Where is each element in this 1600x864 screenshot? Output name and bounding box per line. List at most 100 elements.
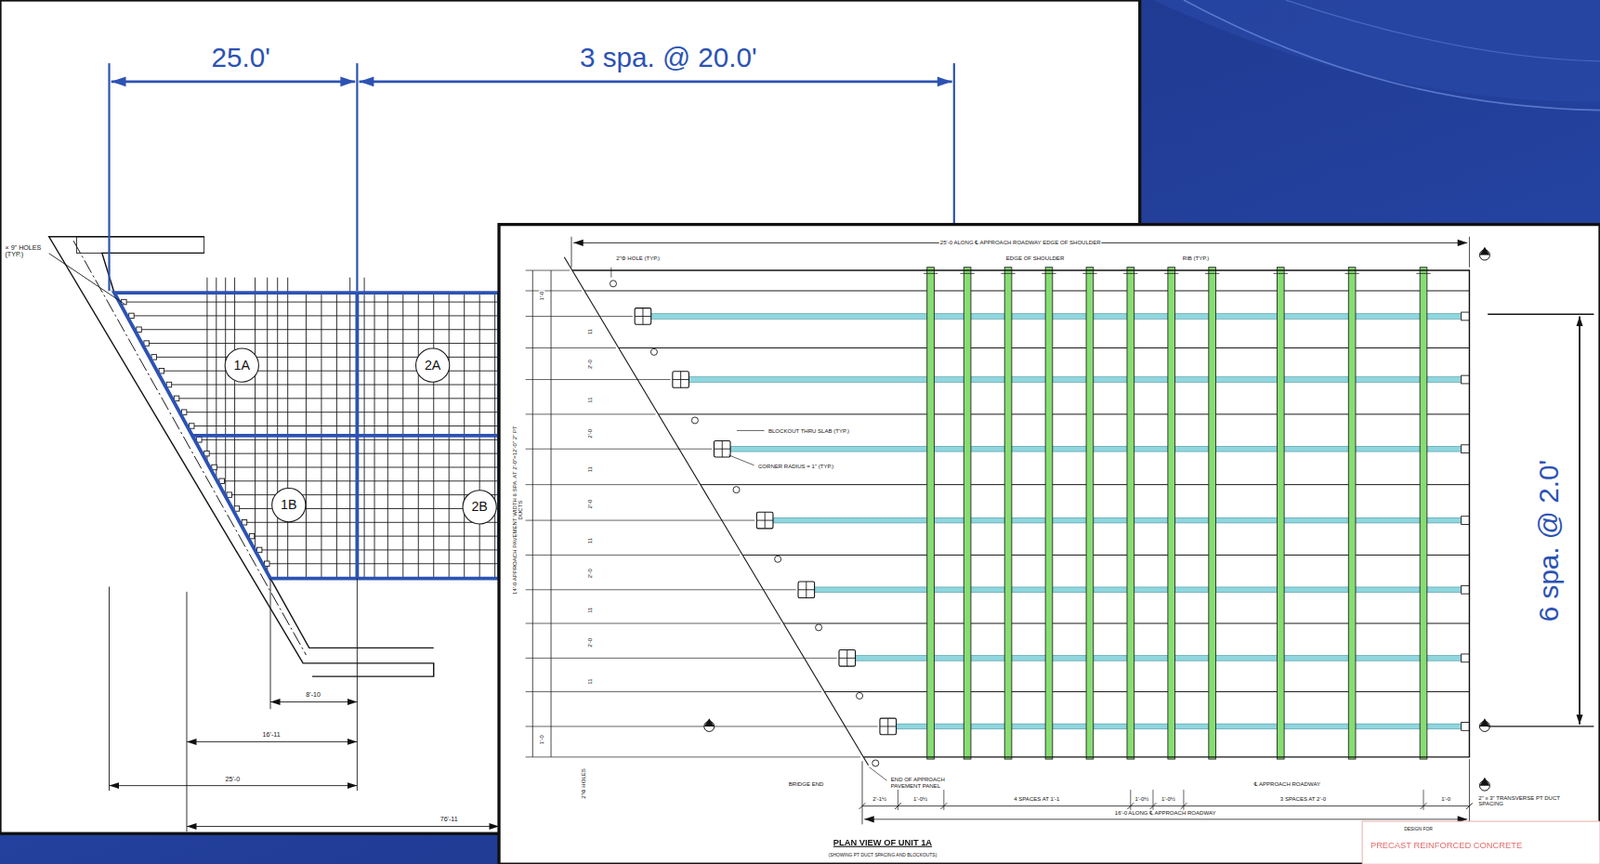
rebar-line xyxy=(224,277,226,293)
title-block-text: DESIGN FOR xyxy=(1403,826,1434,833)
abutment-outline xyxy=(102,252,434,648)
hole xyxy=(774,555,782,563)
wingwall xyxy=(76,236,204,254)
rebar-line xyxy=(102,480,499,482)
hole xyxy=(733,486,740,494)
section-symbol xyxy=(1479,247,1490,256)
section-symbol xyxy=(1479,777,1490,787)
dimension-label: 1'-0½ xyxy=(912,796,929,803)
dimension-label: 11 xyxy=(586,465,593,473)
dimension-label: 2'-0 xyxy=(586,358,593,370)
extension-line xyxy=(525,379,671,381)
leader-line xyxy=(736,430,765,432)
slide-curve xyxy=(1183,0,1600,111)
rib xyxy=(1276,267,1285,760)
dimension-tick xyxy=(1466,802,1473,810)
rebar-line xyxy=(254,277,256,293)
dimension-label: 14'-0 APPROACH PAVEMENT WIDTH 6 SPA. AT … xyxy=(511,417,525,604)
extension-line xyxy=(525,270,570,272)
dimension-line xyxy=(270,701,357,703)
dimension-label: 6 spa. @ 2.0' xyxy=(1533,459,1564,623)
extension-line xyxy=(525,554,740,556)
dimension-line xyxy=(1578,315,1581,724)
dimension-line xyxy=(186,741,357,743)
right-panel xyxy=(498,224,1600,864)
dimension-label: 1'-0 xyxy=(1440,796,1452,803)
dimension-label: 2'-0 xyxy=(586,637,593,649)
unit-callout-circle: 1B xyxy=(271,487,306,523)
duct-end xyxy=(1461,722,1470,732)
callout-number: 2A xyxy=(424,357,441,373)
extension-line xyxy=(108,586,110,791)
slab-outline xyxy=(572,270,1469,758)
dimension-label: 3 spa. @ 20.0' xyxy=(578,42,759,74)
extension-line xyxy=(943,789,945,811)
unit-callout-circle: 2A xyxy=(415,347,450,382)
rib xyxy=(963,267,971,760)
duct-end xyxy=(1461,654,1470,663)
extension-line xyxy=(1129,789,1131,811)
rib xyxy=(927,267,935,760)
duct-end xyxy=(1461,445,1470,454)
hole xyxy=(872,760,879,767)
extension-line xyxy=(1468,759,1470,825)
rebar-line xyxy=(287,277,289,293)
rib-mark xyxy=(1041,273,1056,275)
slide-curve xyxy=(1153,0,1600,103)
blockout-cross xyxy=(713,448,731,450)
rib-mark xyxy=(1164,273,1179,275)
callout-number: 1A xyxy=(234,357,250,373)
hole xyxy=(815,624,823,631)
extension-line xyxy=(1182,789,1184,811)
extension-line xyxy=(897,789,899,811)
blockout xyxy=(839,650,856,668)
leader-line xyxy=(869,767,888,781)
slide-curve xyxy=(1285,0,1600,62)
rebar-line xyxy=(276,277,278,293)
dimension-label: 11 xyxy=(586,677,593,685)
pt-duct xyxy=(651,314,1462,320)
unit-plan xyxy=(525,236,1600,864)
dimension-label: 4 SPACES AT 1'-1 xyxy=(1012,796,1061,803)
blockout xyxy=(879,718,897,735)
dimension-label: 76'-11 xyxy=(439,815,460,824)
unit-outline xyxy=(114,292,499,579)
dimension-tick xyxy=(941,802,948,810)
rib-mark xyxy=(1205,273,1220,275)
dimension-label: 25.0' xyxy=(209,42,272,74)
duct-end xyxy=(1461,312,1470,321)
extension-line xyxy=(356,578,358,791)
blockout-cross xyxy=(839,657,856,659)
dimension-label: 11 xyxy=(586,395,593,404)
dimension-label: 1'-0 xyxy=(538,289,546,302)
rebar-line xyxy=(102,384,499,386)
extension-line xyxy=(525,657,838,659)
rebar-line xyxy=(102,342,499,344)
blockout xyxy=(672,371,690,389)
dimension-tick xyxy=(859,802,866,810)
note-label: END OF APPROACH PAVEMENT PANEL xyxy=(890,776,952,790)
dimension-label: 2'-0 xyxy=(586,498,593,510)
dimension-label: 2'-0 xyxy=(586,428,593,440)
dimension-label: 11 xyxy=(586,605,593,614)
note-label: CORNER RADIUS = 1" (TYP.) xyxy=(757,463,836,471)
center-line xyxy=(73,240,306,656)
rebar-line xyxy=(234,277,236,293)
pt-duct xyxy=(855,655,1462,661)
rib xyxy=(1208,267,1217,760)
rebar-line xyxy=(102,549,499,551)
title-block xyxy=(1362,821,1600,864)
extension-line xyxy=(861,760,863,825)
dimension-line xyxy=(532,270,534,758)
title-block-text: PRECAST REINFORCED CONCRETE xyxy=(1369,840,1523,851)
blockout-cross xyxy=(634,315,652,317)
extension-line xyxy=(1423,789,1425,811)
rib-mark xyxy=(959,273,974,275)
rib xyxy=(1004,267,1012,760)
callout-number: 2B xyxy=(471,499,487,515)
dimension-label: 1'-0½ xyxy=(1133,796,1150,803)
dimension-line xyxy=(862,805,1469,807)
rebar-line xyxy=(364,277,366,293)
extension-line xyxy=(525,289,583,291)
